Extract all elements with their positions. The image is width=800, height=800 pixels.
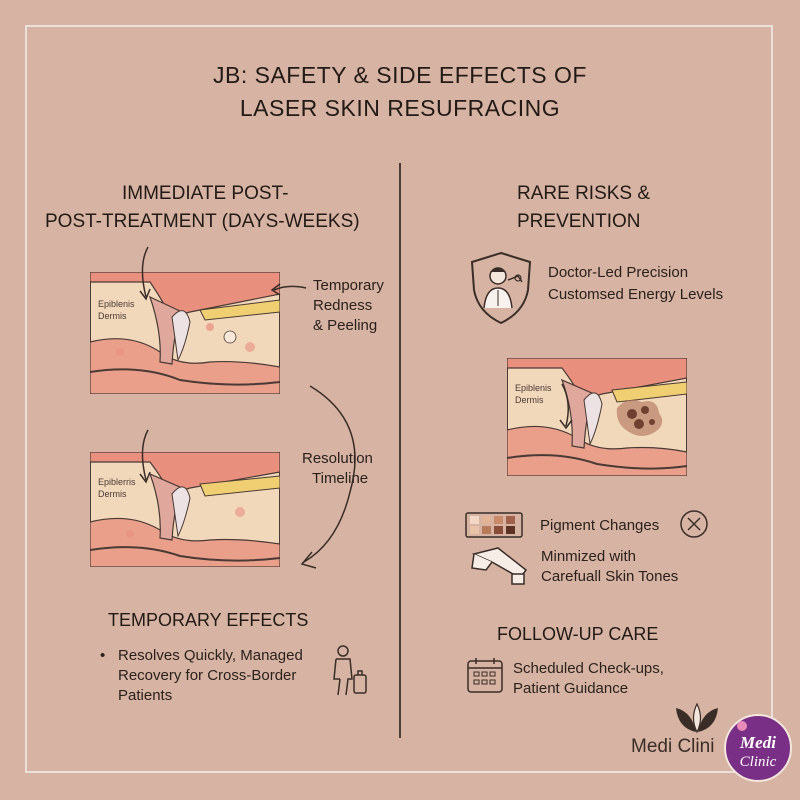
bullet-line3: Patients xyxy=(118,687,173,704)
right-heading-line2: PREVENTION xyxy=(517,211,641,232)
column-divider xyxy=(399,163,401,738)
pointer-arrow-1 xyxy=(139,246,151,301)
logo-circle xyxy=(724,714,792,782)
page-title-line1: JB: SAFETY & SIDE EFFECTS OF xyxy=(213,62,587,88)
callout-redness-line1: Temporary xyxy=(313,277,384,294)
laser-handpiece-icon xyxy=(471,547,528,585)
medi-clinic-logo: Medi Clinic xyxy=(724,714,792,782)
pigment-changes-label: Pigment Changes xyxy=(540,517,660,534)
pointer-arrow-2 xyxy=(139,429,151,484)
doctor-line2: Customsed Energy Levels xyxy=(548,286,724,303)
pigment-spot xyxy=(616,400,663,436)
callout-redness-line3: & Peeling xyxy=(313,317,378,334)
logo-text-line1: Medi xyxy=(739,733,776,752)
skin-tone-palette-icon xyxy=(465,512,523,538)
diagram2-label-dermis: Dermis xyxy=(98,489,127,499)
left-heading-line1: IMMEDIATE POST- xyxy=(122,183,289,204)
skin-diagram-pigment: Epiblenis Dermis xyxy=(507,358,687,476)
bullet-line2: Recovery for Cross-Border xyxy=(118,667,297,684)
dermis-line xyxy=(90,368,280,386)
minimized-line1: Minmized with xyxy=(541,548,637,565)
fat-layer xyxy=(199,299,280,321)
doctor-line1: Doctor-Led Precision xyxy=(548,264,689,281)
doctor-shield-icon xyxy=(470,251,532,325)
calendar-icon xyxy=(467,658,503,693)
traveler-luggage-icon xyxy=(333,645,367,696)
logo-text-line2: Clinic xyxy=(740,754,777,770)
laser-channel xyxy=(171,310,191,362)
page-title-line2: LASER SKIN RESUFRACING xyxy=(239,95,561,121)
diagram3-label-epidermis: Epiblenis xyxy=(515,383,552,393)
follow-up-heading: FOLLOW-UP CARE xyxy=(497,624,659,644)
diagram1-label-dermis: Dermis xyxy=(98,311,127,321)
footer-brand-text: Medi Clini xyxy=(631,736,715,757)
skin-diagram-redness: Epiblenis Dermis xyxy=(90,272,280,394)
logo-flower-icon xyxy=(737,721,747,731)
dermis-layer xyxy=(90,338,280,394)
pointer-arrow-3 xyxy=(559,383,573,430)
callout-arrow-redness xyxy=(270,283,307,296)
callout-timeline-line2: Timeline xyxy=(312,470,369,487)
callout-redness-line2: Redness xyxy=(313,297,373,314)
right-heading-line1: RARE RISKS & xyxy=(517,183,651,204)
diagram1-label-epidermis: Epiblenis xyxy=(98,299,135,309)
bullet-line1: Resolves Quickly, Managed xyxy=(118,647,303,664)
temporary-effects-heading: TEMPORARY EFFECTS xyxy=(108,610,309,630)
skin-diagram-resolution: Epiblerris Dermis xyxy=(90,452,280,567)
follow-up-line2: Patient Guidance xyxy=(513,680,629,697)
page-frame xyxy=(25,25,773,773)
leaf-logo-icon xyxy=(676,702,718,734)
cross-circle-icon xyxy=(680,510,708,538)
diagram2-label-epidermis: Epiblerris xyxy=(98,477,136,487)
timeline-arrow xyxy=(300,385,356,569)
minimized-line2: Carefuall Skin Tones xyxy=(541,568,679,585)
left-heading-line2: POST-TREATMENT (DAYS-WEEKS) xyxy=(45,211,360,232)
follow-up-line1: Scheduled Check-ups, xyxy=(513,660,664,677)
bullet-dot: • xyxy=(100,647,106,664)
callout-timeline-line1: Resolution xyxy=(302,450,373,467)
diagram3-label-dermis: Dermis xyxy=(515,395,544,405)
